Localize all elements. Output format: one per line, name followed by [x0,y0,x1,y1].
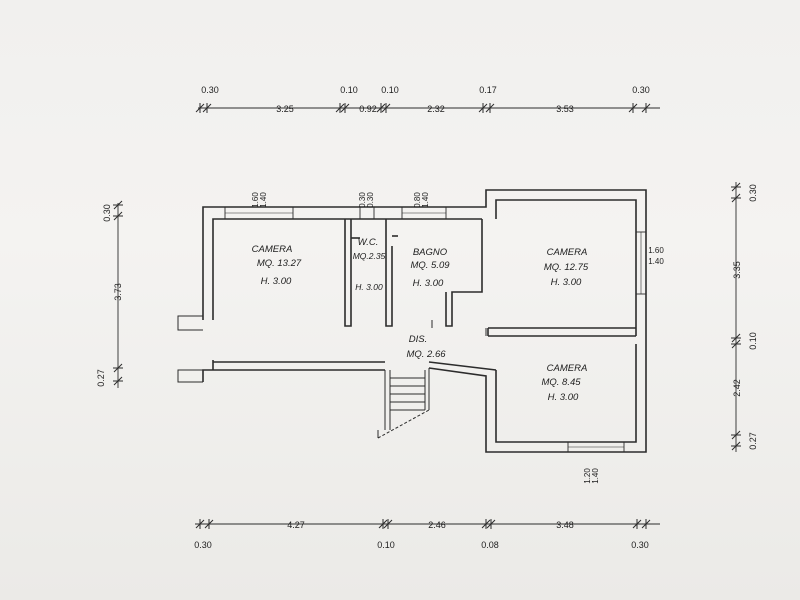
room-height: H. 3.00 [261,276,292,287]
room-height: H. 3.00 [355,282,383,292]
top-dim-3-53: 3.53 [556,104,574,114]
room-wc: W.C. MQ.2.35 H. 3.00 [353,237,386,292]
window-4-width: 1.60 [648,246,664,255]
room-bagno: BAGNO MQ. 5.09 H. 3.00 [410,247,450,289]
window-1-width: 1.60 [251,192,260,208]
top-dim-3-25: 3.25 [276,104,294,114]
window-2-width: 0.30 [358,192,367,208]
room-name: W.C. [358,237,379,248]
right-dimension-line: 0.30 3.35 0.10 2.42 0.27 [731,182,758,452]
room-height: H. 3.00 [548,392,579,403]
right-dim-0-10: 0.10 [748,332,758,350]
window-4-height: 1.40 [648,257,664,266]
top-dim-2-32: 2.32 [427,104,445,114]
room-area: MQ. 5.09 [410,260,450,271]
bottom-dim-0-30-right: 0.30 [631,540,649,550]
right-dim-0-30: 0.30 [748,184,758,202]
left-dim-3-73: 3.73 [113,283,123,301]
bottom-dim-2-46: 2.46 [428,520,446,530]
room-area: MQ. 12.75 [544,262,589,273]
top-dim-0-10-b: 0.10 [381,85,399,95]
top-dim-0-30-right: 0.30 [632,85,650,95]
bottom-dim-0-10: 0.10 [377,540,395,550]
staircase [377,368,430,439]
exterior-walls [177,189,647,453]
room-name: DIS. [409,334,427,345]
top-dim-0-30-left: 0.30 [201,85,219,95]
bottom-dim-0-08: 0.08 [481,540,499,550]
window-5-width: 1.20 [583,468,592,484]
right-dim-2-42: 2.42 [732,379,742,397]
top-dimension-line: 0.30 0.10 0.10 0.17 0.30 3.25 0.92 2.32 … [195,85,660,114]
bottom-dimension-line: 4.27 2.46 3.48 0.30 0.10 0.08 0.30 [194,519,660,550]
top-dim-0-17: 0.17 [479,85,497,95]
room-height: H. 3.00 [413,278,444,289]
room-disimpegno: DIS. MQ. 2.66 [406,334,446,360]
top-dim-0-10-a: 0.10 [340,85,358,95]
room-area: MQ. 8.45 [541,377,581,388]
room-height: H. 3.00 [551,277,582,288]
bottom-dim-4-27: 4.27 [287,520,305,530]
window-5-height: 1.40 [591,468,600,484]
room-camera-8-45: CAMERA MQ. 8.45 H. 3.00 [541,363,587,403]
window-3-height: 1.40 [421,192,430,208]
window-labels: 1.60 1.40 0.30 0.30 0.80 1.40 1.60 1.40 … [251,192,664,484]
room-name: CAMERA [547,363,588,374]
room-area: MQ.2.35 [353,251,386,261]
room-area: MQ. 2.66 [406,349,446,360]
room-name: BAGNO [413,247,448,258]
left-dimension-line: 0.30 3.73 0.27 [96,200,123,388]
top-dim-0-92: 0.92 [359,104,377,114]
left-dim-0-27: 0.27 [96,369,106,387]
room-area: MQ. 13.27 [257,258,302,269]
windows [224,206,647,453]
interior-walls [213,219,636,371]
room-name: CAMERA [547,247,588,258]
window-1-height: 1.40 [259,192,268,208]
left-dim-0-30: 0.30 [102,204,112,222]
window-3-width: 0.80 [413,192,422,208]
bottom-dim-0-30-left: 0.30 [194,540,212,550]
window-2-height: 0.30 [366,192,375,208]
room-camera-13-27: CAMERA MQ. 13.27 H. 3.00 [252,244,302,287]
room-camera-12-75: CAMERA MQ. 12.75 H. 3.00 [544,247,589,288]
right-dim-0-27: 0.27 [748,432,758,450]
bottom-dim-3-48: 3.48 [556,520,574,530]
right-dim-3-35: 3.35 [732,261,742,279]
room-name: CAMERA [252,244,293,255]
